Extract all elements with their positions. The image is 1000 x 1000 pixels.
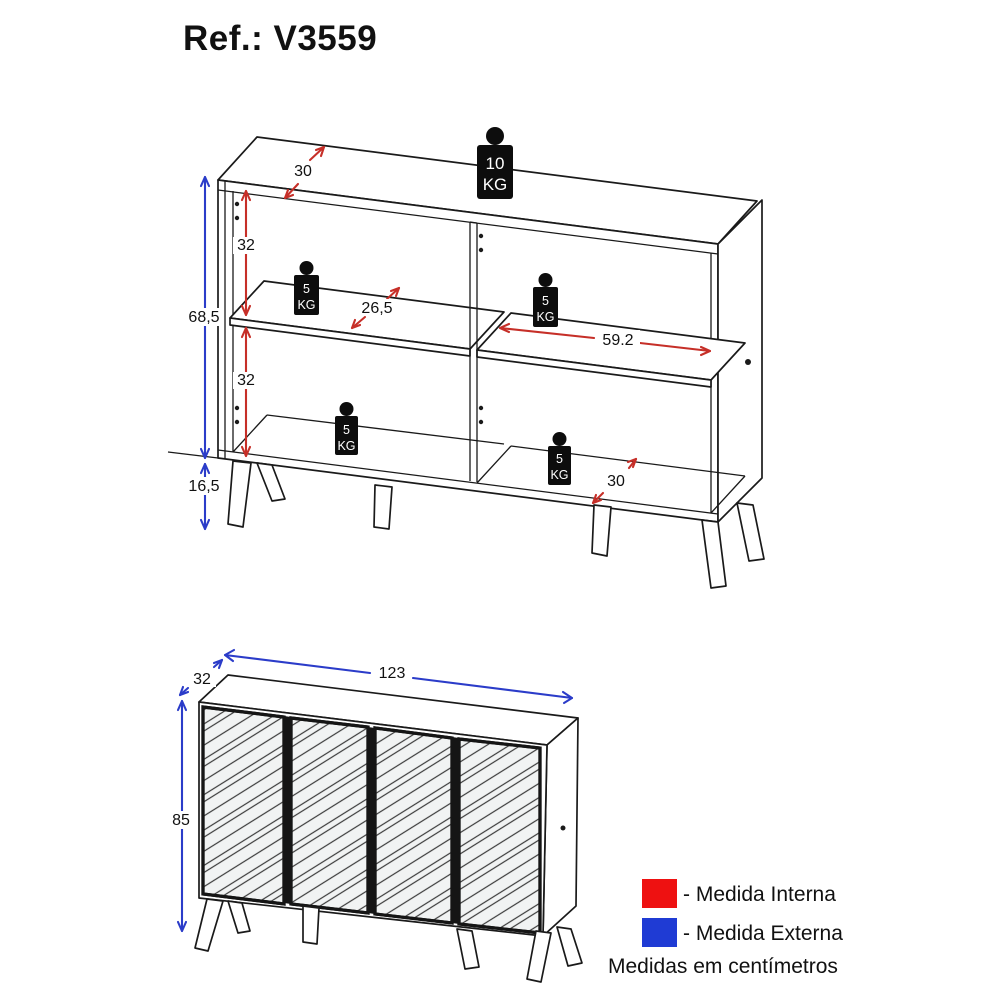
dim-height: 85 <box>172 812 190 829</box>
side-hole <box>745 359 751 365</box>
weight-5kg-bottom-right: 5 KG <box>548 432 571 485</box>
front-cabinet-right-face <box>542 717 579 937</box>
dim-upper-section: 32 <box>237 237 255 254</box>
weight-5kg-left-shelf: 5 KG <box>294 261 319 315</box>
extension-line <box>167 451 219 459</box>
dim-depth: 32 <box>193 671 211 688</box>
door-divider <box>452 737 459 924</box>
mirror-doors <box>201 705 542 935</box>
weight-value: 5 <box>556 452 563 466</box>
dim-body-height: 68,5 <box>188 309 219 326</box>
label-bg <box>372 664 412 682</box>
legend-internal-swatch <box>642 879 677 908</box>
label-bg <box>596 330 640 348</box>
internal-dimensions-top-view <box>240 145 712 505</box>
label-bg <box>233 372 259 389</box>
front-cabinet-legs <box>194 898 583 983</box>
label-bg <box>233 237 259 254</box>
dim-legs-height: 16,5 <box>188 478 219 495</box>
legend: - Medida Interna - Medida Externa Medida… <box>608 879 843 978</box>
dim-left-shelf-depth: 26,5 <box>361 300 392 317</box>
weight-unit: KG <box>550 468 568 482</box>
door-divider <box>284 716 291 904</box>
weight-unit: KG <box>297 298 315 312</box>
dim-right-shelf-width: 59.2 <box>602 332 633 349</box>
cabinet-interior-lines <box>217 181 746 515</box>
legend-internal-label: - Medida Interna <box>683 883 836 906</box>
label-bg <box>358 299 396 316</box>
dim-depth-bottom: 30 <box>607 473 625 490</box>
page-title: Ref.: V3559 <box>183 19 377 58</box>
perspective-view: 10 KG 5 KG 5 KG 5 KG 5 KG <box>167 127 765 589</box>
door-divider <box>368 727 375 914</box>
dim-depth-top: 30 <box>294 163 312 180</box>
weight-unit: KG <box>337 439 355 453</box>
weight-5kg-right-shelf: 5 KG <box>533 273 558 327</box>
weight-10kg-unit: KG <box>483 175 508 194</box>
label-bg <box>188 670 216 687</box>
front-view: 123 32 85 <box>165 648 583 983</box>
label-bg <box>187 308 221 326</box>
dim-lower-section: 32 <box>237 372 255 389</box>
side-hole <box>560 825 566 831</box>
label-bg <box>186 477 223 495</box>
weight-value: 5 <box>303 282 310 296</box>
center-divider <box>469 221 478 482</box>
shelf-pin-holes <box>234 201 751 425</box>
weight-10kg: 10 KG <box>477 127 513 199</box>
weight-5kg-bottom-left: 5 KG <box>335 402 358 455</box>
dim-width: 123 <box>379 665 406 682</box>
external-dimensions-top-view <box>199 175 211 531</box>
label-bg <box>165 811 198 829</box>
label-bg <box>602 471 632 488</box>
weight-10kg-value: 10 <box>486 154 505 173</box>
cabinet-right-face <box>717 199 763 523</box>
weight-value: 5 <box>542 294 549 308</box>
cabinet-legs <box>227 460 765 589</box>
weight-unit: KG <box>536 310 554 324</box>
legend-external-swatch <box>642 918 677 947</box>
legend-units-note: Medidas em centímetros <box>608 955 838 978</box>
legend-external-label: - Medida Externa <box>683 922 843 945</box>
weight-value: 5 <box>343 423 350 437</box>
